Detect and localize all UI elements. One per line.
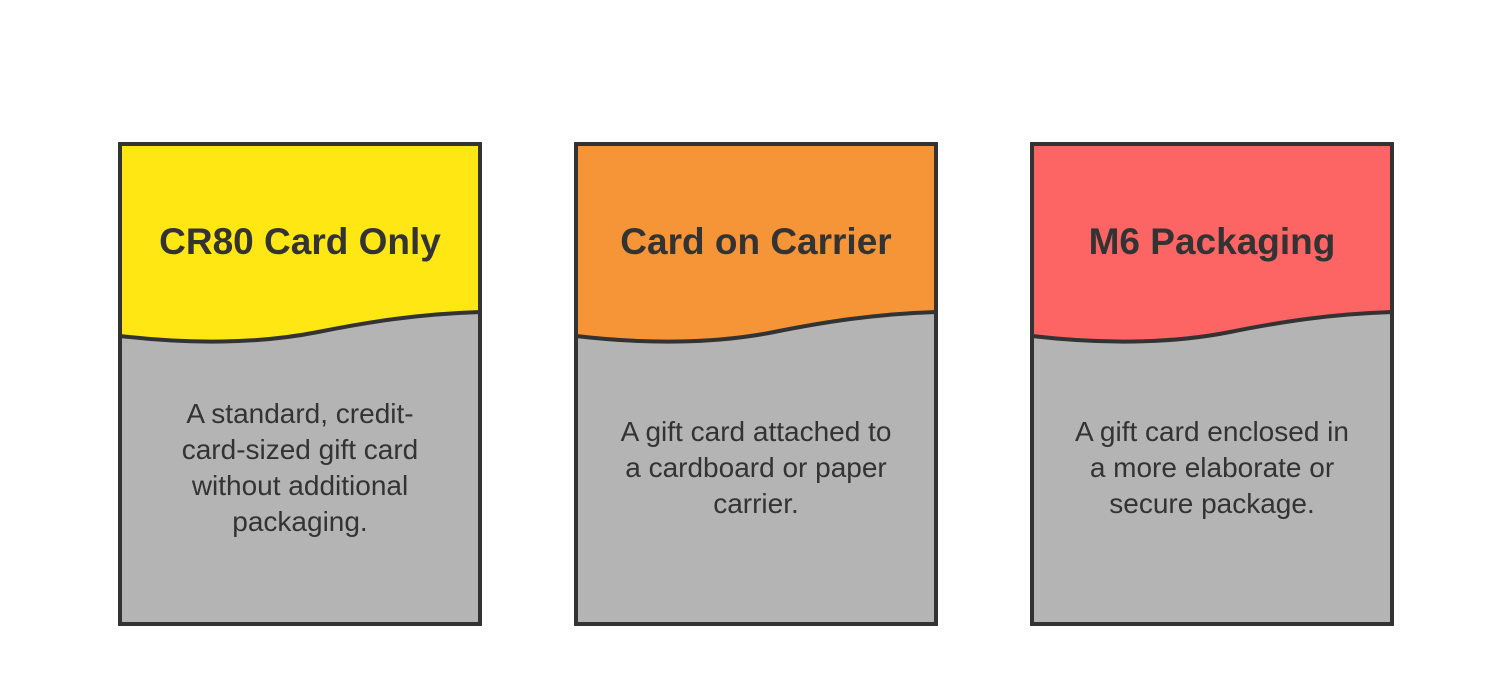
card-description: A gift card enclosed in a more elaborate… — [1075, 416, 1349, 519]
card-title: CR80 Card Only — [159, 221, 441, 262]
card-background — [574, 142, 938, 626]
card-description: A standard, credit-card-sized gift card … — [181, 398, 419, 537]
card-cr80-card-only: CR80 Card Only A standard, credit-card-s… — [118, 142, 482, 626]
card-description: A gift card attached to a cardboard or p… — [620, 416, 892, 519]
card-card-on-carrier: Card on Carrier A gift card attached to … — [574, 142, 938, 626]
card-title: Card on Carrier — [620, 221, 892, 262]
card-background — [1030, 142, 1394, 626]
card-title: M6 Packaging — [1088, 221, 1336, 262]
card-background — [118, 142, 482, 626]
card-m6-packaging: M6 Packaging A gift card enclosed in a m… — [1030, 142, 1394, 626]
